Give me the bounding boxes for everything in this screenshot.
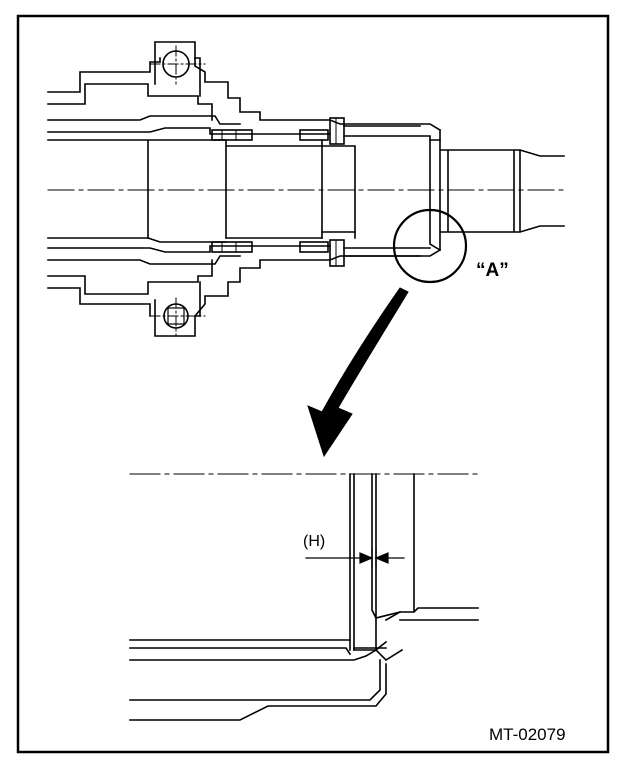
detail-taper [384,610,402,622]
dim-arrow-right [374,552,389,564]
drawing-border [16,14,610,754]
detail-wall-left [349,473,355,651]
upper-housing-inner [47,83,241,125]
bearing-race-lower-left [211,241,253,253]
detail-wall-right [375,473,479,619]
shaft-bore-upper [47,139,356,239]
lower-housing-step [47,245,331,253]
detail-a-label: “A” [476,260,509,281]
detail-body-bottom [129,640,388,661]
dim-arrow-left [359,552,374,564]
snap-ring-upper [343,125,441,141]
figure-code: MT-02079 [489,725,566,744]
detail-body-top [129,639,387,656]
lower-housing-outline [47,248,442,318]
bearing-race-lower-right [329,239,345,267]
detail-a-circle [392,208,468,284]
bearing-race-upper-left [211,129,253,141]
snap-ring-lower [343,247,431,257]
dimension-h [305,547,405,569]
upper-bolt-boss [154,41,201,97]
detail-arrow [307,287,409,458]
detail-corner [353,648,404,662]
upper-housing-step [47,127,331,135]
shaft-bore-lower [47,231,356,243]
bearing-race-upper-mid [299,129,329,141]
shaft-assembly-section [47,41,565,337]
upper-housing-outline [47,57,442,132]
detail-a-enlarged [129,473,479,721]
bearing-race-upper-right [329,117,345,145]
dimension-h-label: (H) [303,533,325,550]
bearing-race-lower-mid [299,241,329,253]
lower-bolt-boss [154,281,201,337]
lower-housing-inner [47,255,241,295]
shaft-end-stub [429,129,565,252]
detail-lower-contour [129,659,387,721]
